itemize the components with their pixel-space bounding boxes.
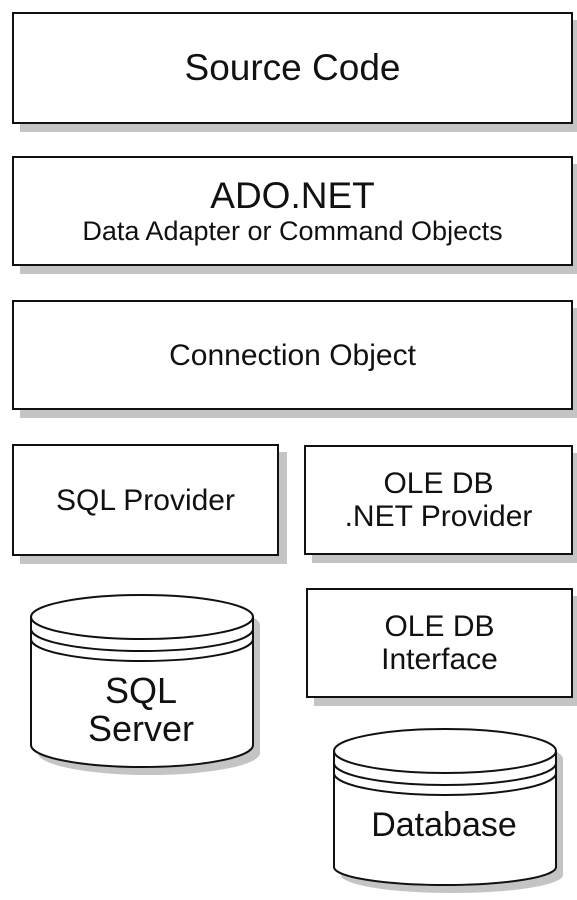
database-icon: [333, 728, 563, 893]
oledb-net-provider-line2: .NET Provider: [344, 500, 533, 533]
connection-object-label: Connection Object: [169, 338, 416, 372]
oledb-interface-line2: Interface: [381, 643, 498, 676]
ado-net-subtitle: Data Adapter or Command Objects: [82, 215, 503, 246]
sql-server-database-icon: [30, 594, 260, 775]
database-label-text: Database: [371, 806, 517, 844]
source-code-box: Source Code: [12, 12, 573, 124]
oledb-interface-line1: OLE DB: [384, 610, 495, 643]
sql-server-line1: SQL: [104, 670, 178, 711]
sql-provider-label: SQL Provider: [56, 483, 235, 517]
connection-object-box: Connection Object: [12, 300, 573, 410]
oledb-interface-box: OLE DB Interface: [306, 588, 573, 698]
oledb-net-provider-box: OLE DB .NET Provider: [304, 445, 573, 555]
sql-server-line2: Server: [87, 707, 195, 749]
database-label: Database: [333, 806, 555, 844]
sql-provider-box: SQL Provider: [12, 444, 279, 556]
oledb-net-provider-line1: OLE DB: [383, 467, 494, 500]
sql-server-label: SQL Server: [30, 672, 252, 748]
source-code-label: Source Code: [184, 46, 401, 88]
ado-net-box: ADO.NET Data Adapter or Command Objects: [12, 156, 573, 266]
ado-net-title: ADO.NET: [210, 174, 375, 216]
